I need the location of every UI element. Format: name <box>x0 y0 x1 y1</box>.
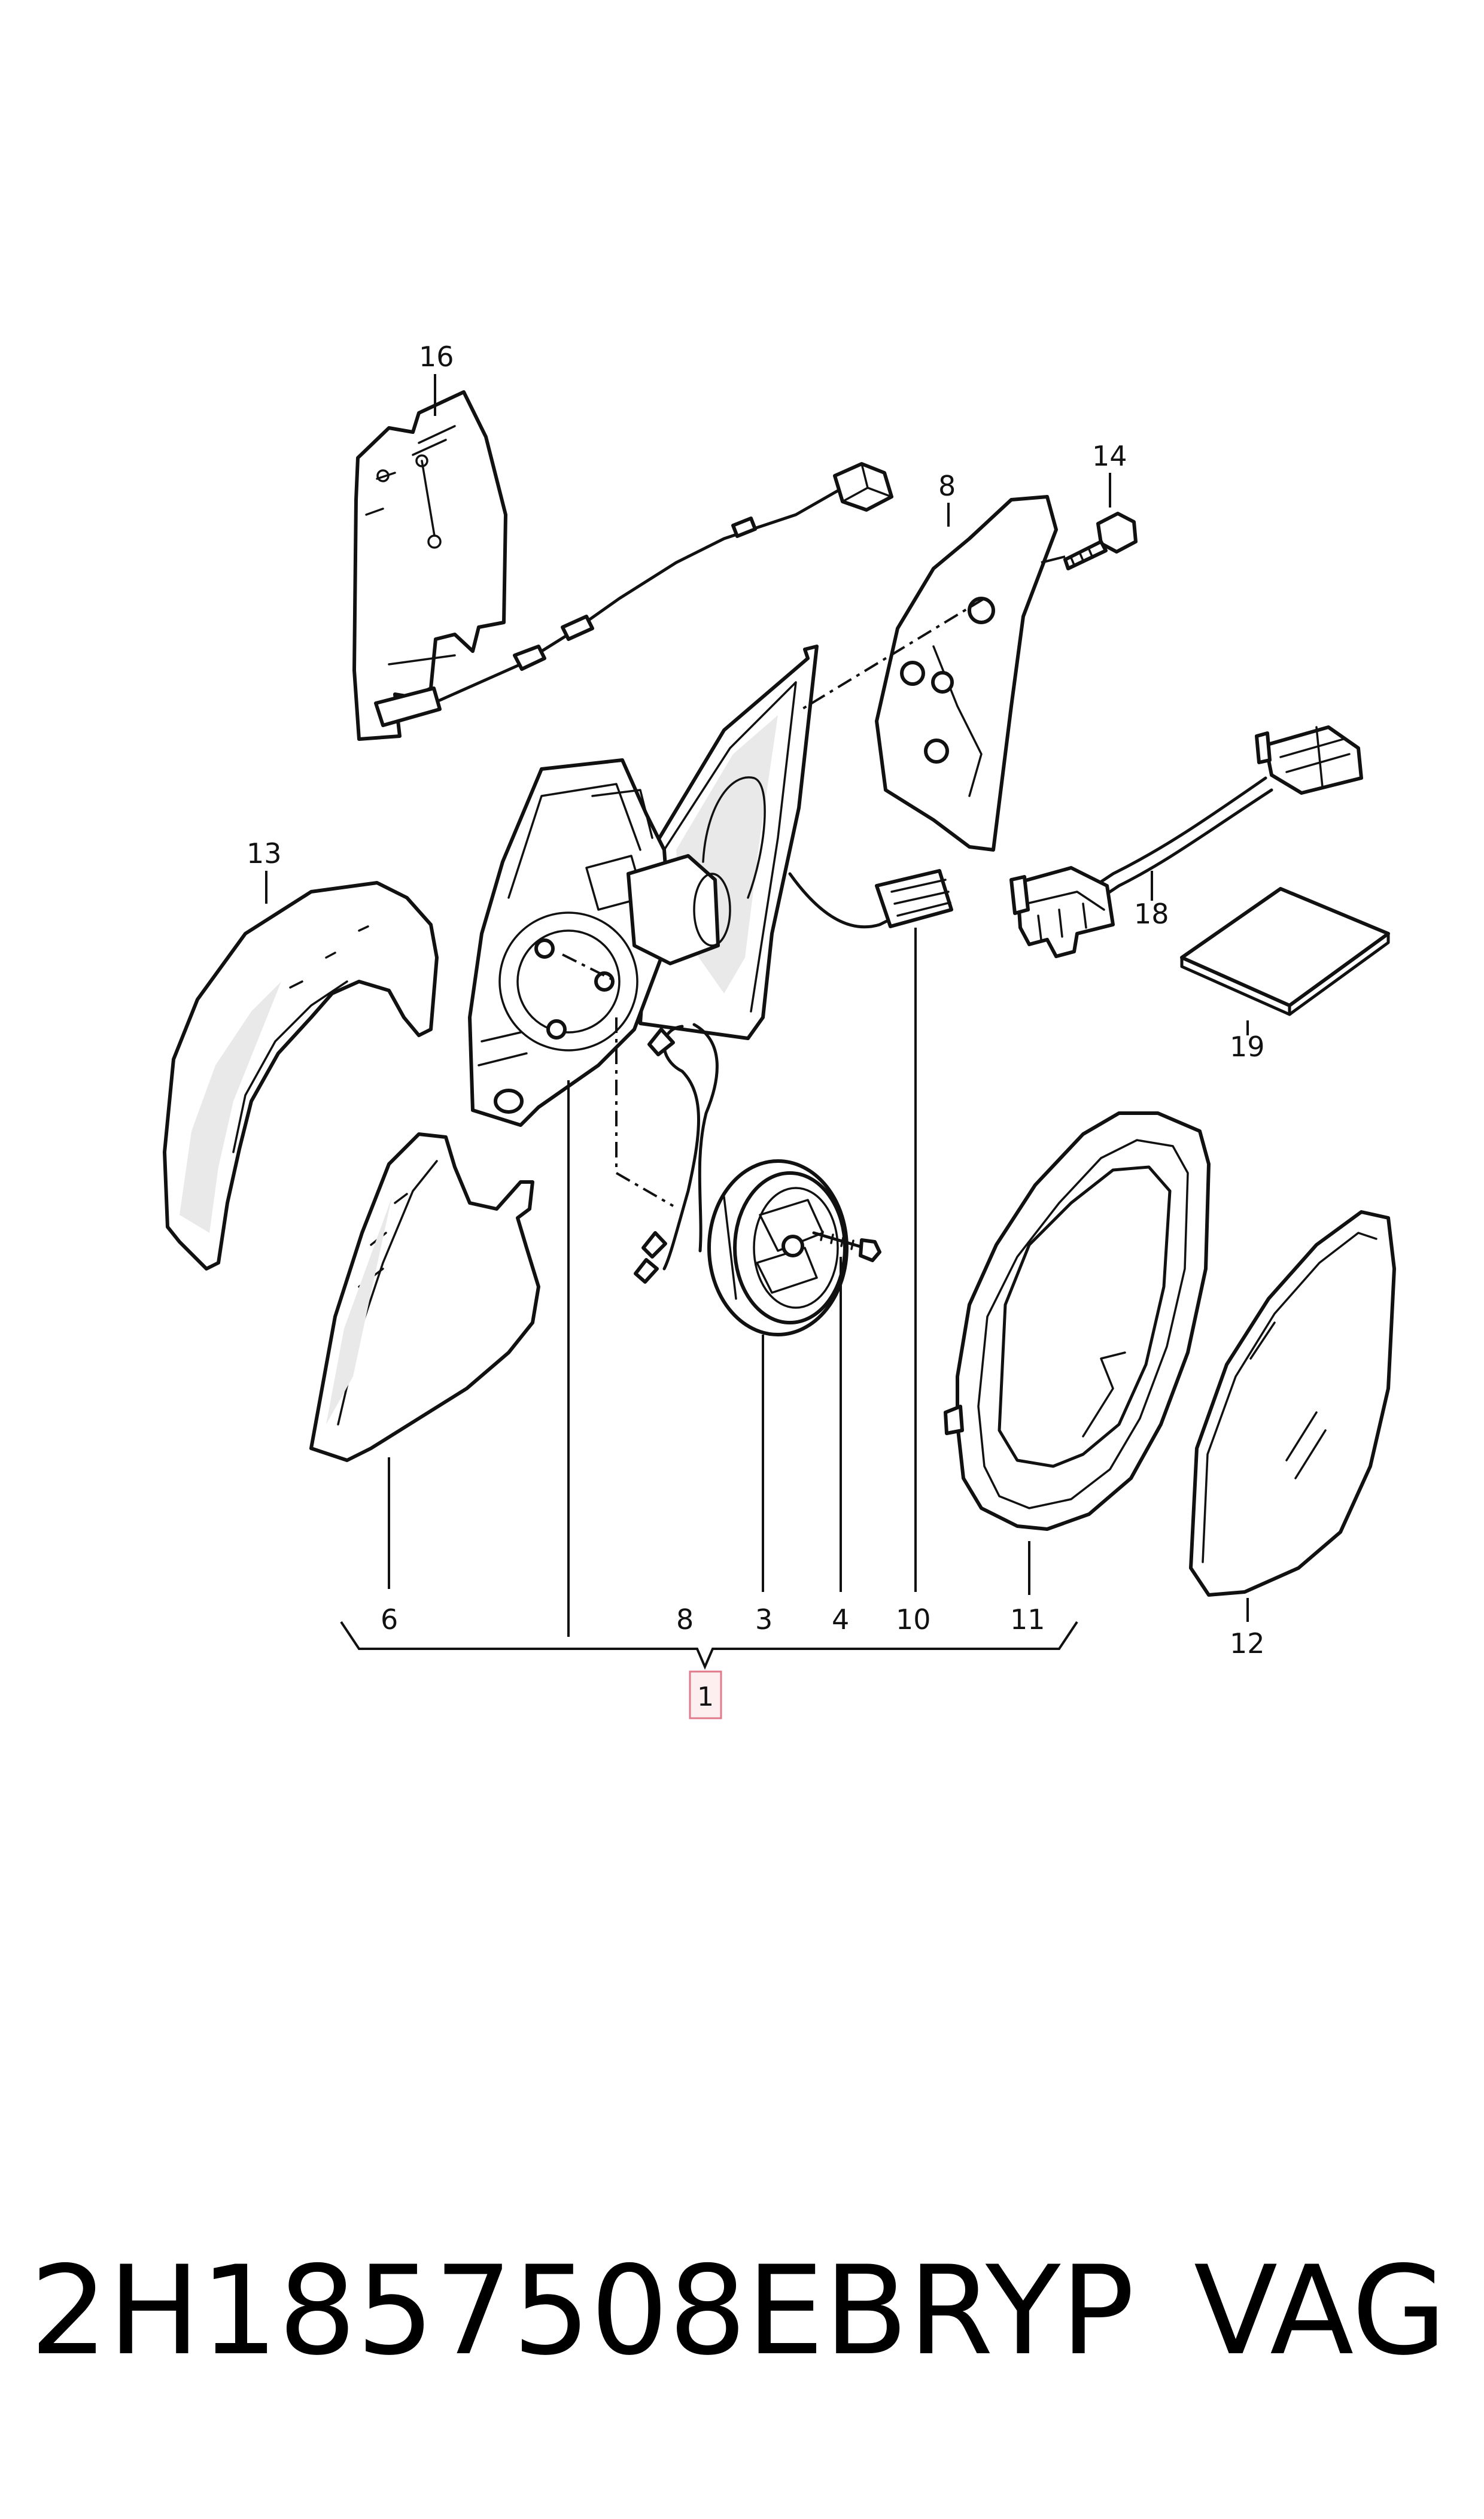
part-8-backing-plate <box>875 495 1058 852</box>
callout-10: 10 <box>896 1603 931 1636</box>
part-18-wiring-harness <box>1009 725 1363 958</box>
brand-name: VAG <box>1194 2240 1447 2383</box>
callout-16: 16 <box>419 341 454 373</box>
callout-8-top: 8 <box>938 470 956 502</box>
part-16-wiring-bracket <box>352 390 893 741</box>
callout-13: 13 <box>247 837 282 870</box>
callout-19: 19 <box>1230 1031 1265 1063</box>
leader-lines <box>265 374 1249 1670</box>
callout-18: 18 <box>1134 898 1169 930</box>
part-8-mirror-base-housing <box>468 645 953 1127</box>
part-13-mirror-cap <box>163 881 439 1271</box>
part-12-mirror-glass <box>1189 1210 1396 1597</box>
callout-1: 1 <box>697 1682 714 1712</box>
callout-14: 14 <box>1092 440 1127 472</box>
part-6-lower-cap <box>309 1132 540 1462</box>
part-3-adjust-motor <box>634 1023 849 1336</box>
callout-12: 12 <box>1230 1627 1265 1660</box>
callout-8-bottom: 8 <box>676 1603 694 1636</box>
part-number: 2H1857508EBRYP <box>30 2240 1135 2383</box>
callout-6: 6 <box>381 1603 398 1636</box>
callout-1-highlight <box>689 1670 722 1719</box>
part-4-screw <box>812 1230 881 1262</box>
part-14-bolt <box>1063 512 1138 570</box>
callout-11: 11 <box>1010 1603 1045 1636</box>
part-19-adhesive-pad <box>1180 887 1390 1016</box>
callout-3: 3 <box>755 1603 773 1636</box>
part-11-mirror-frame <box>944 1111 1211 1531</box>
callout-4: 4 <box>832 1603 849 1636</box>
callout-labels: 16 8 14 13 18 19 6 8 3 4 10 11 12 1 <box>247 341 1265 1712</box>
